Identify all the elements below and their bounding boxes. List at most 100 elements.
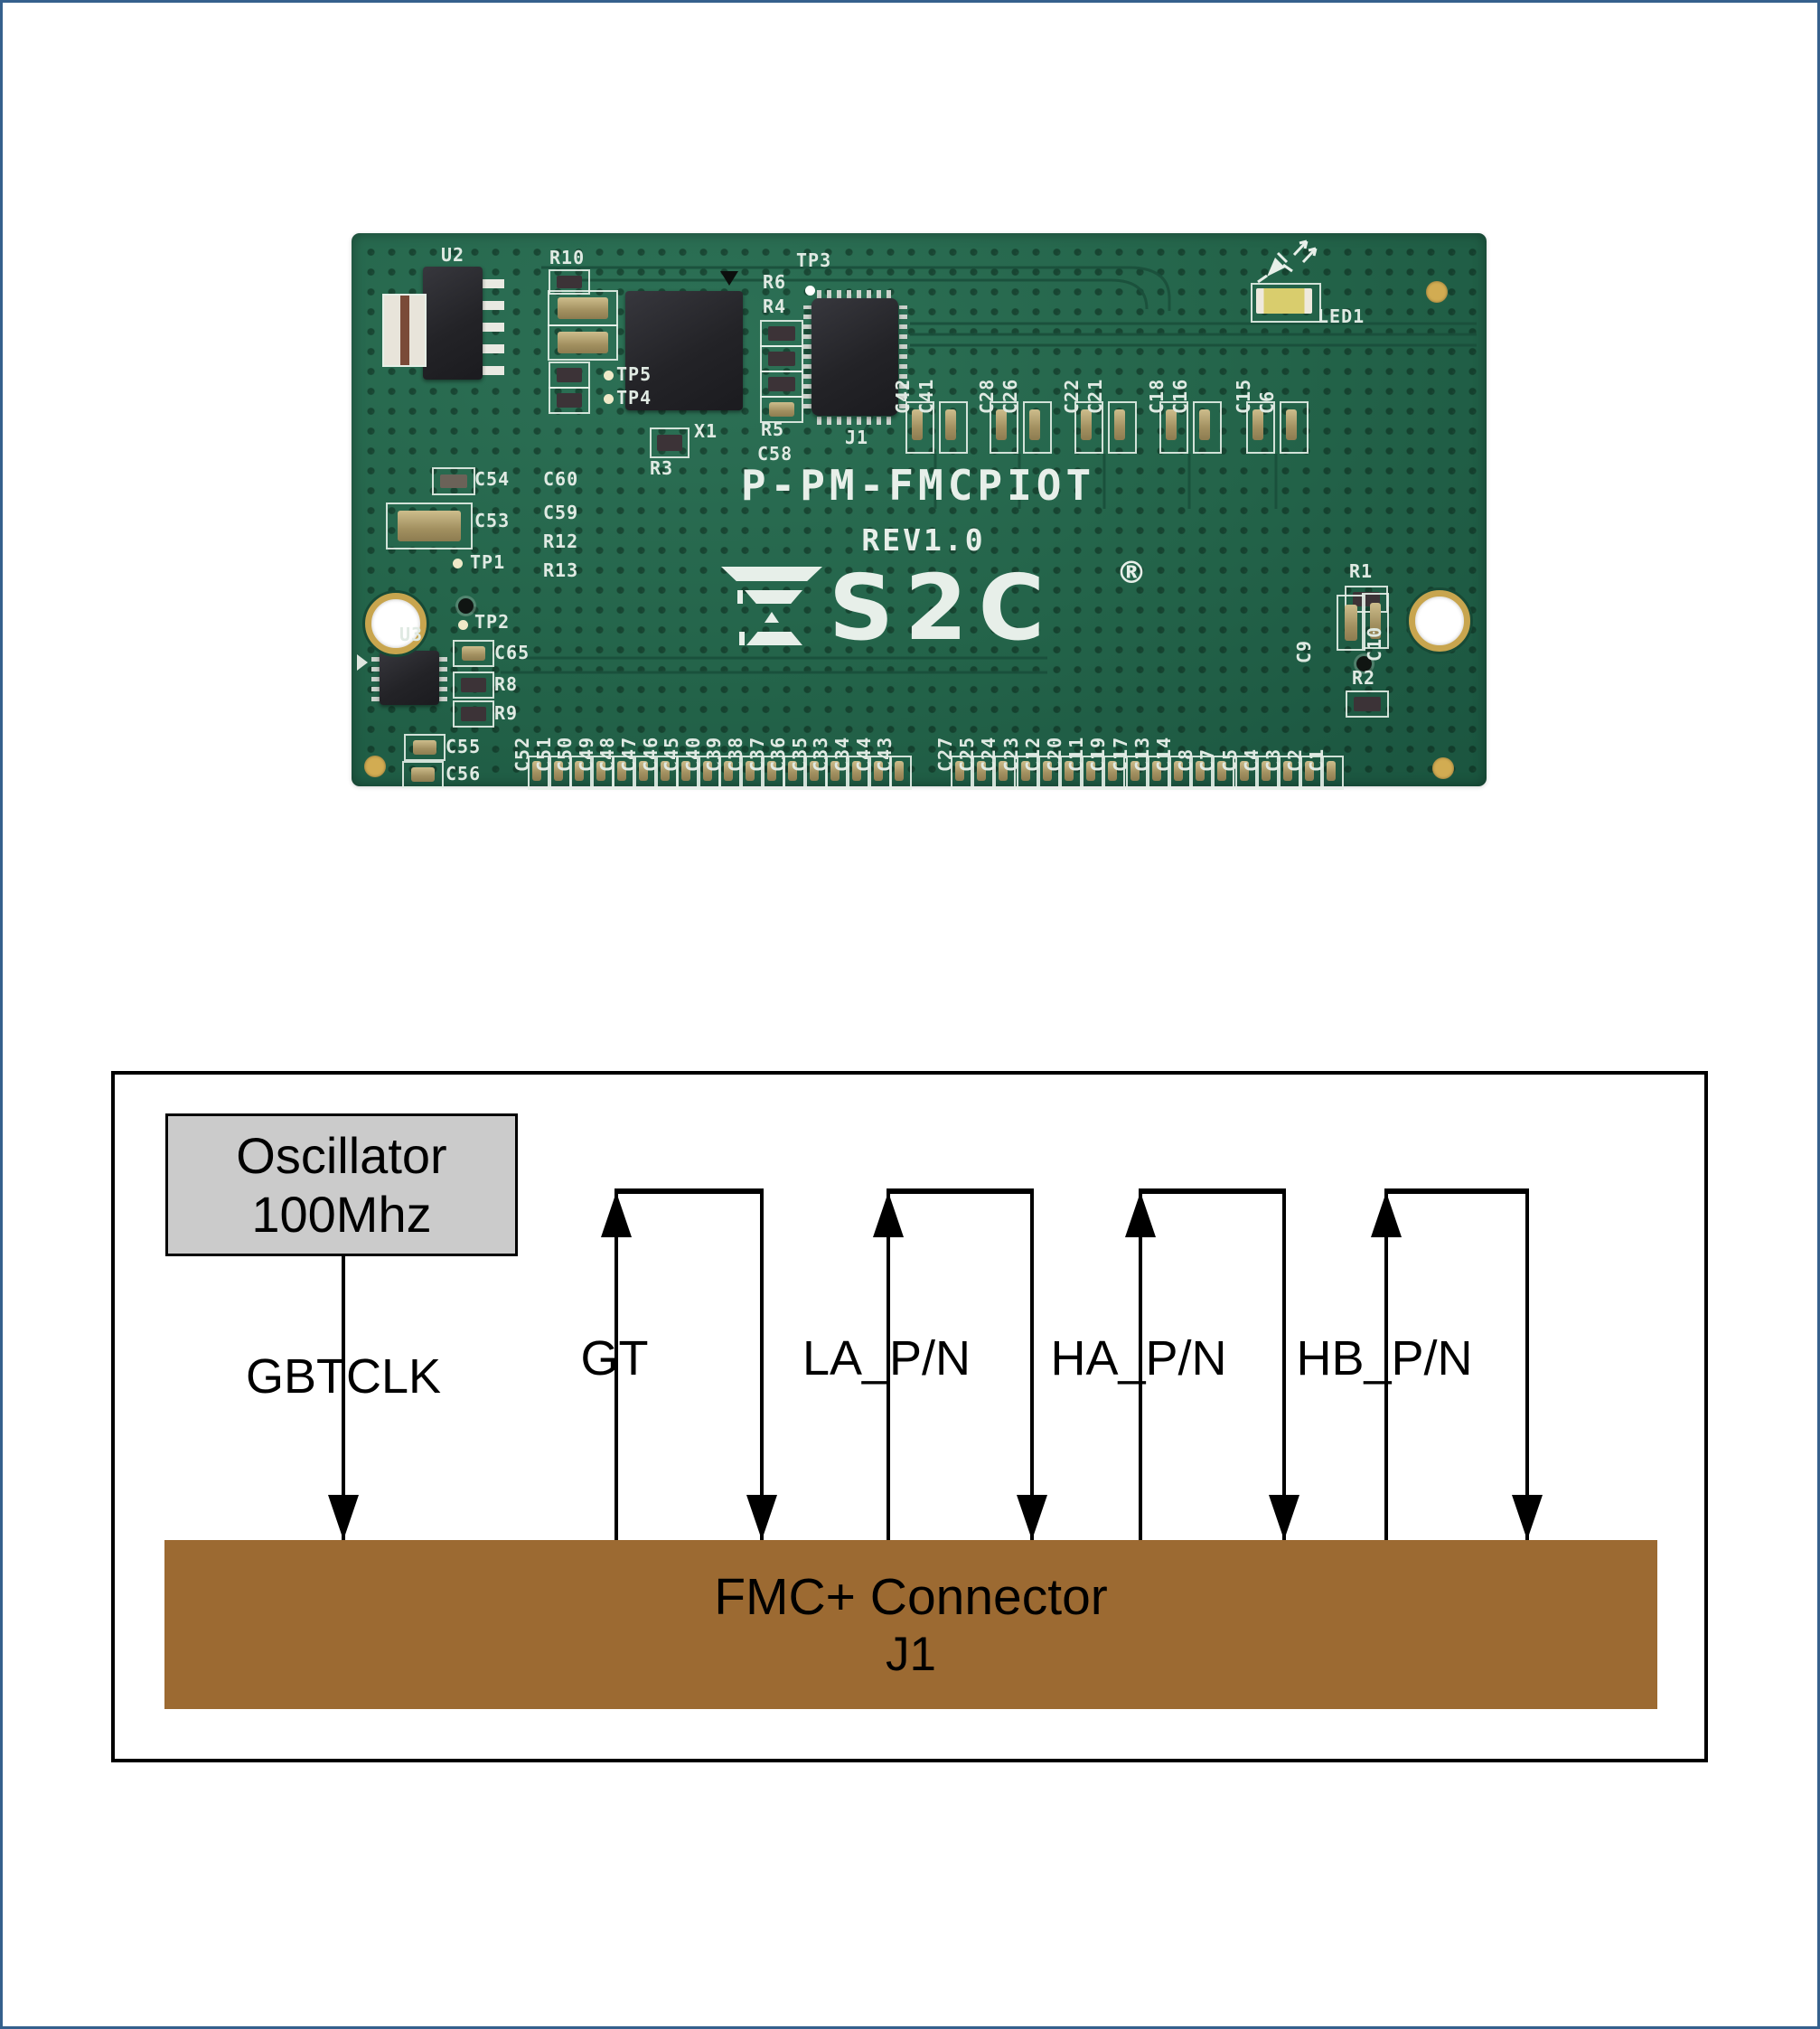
oscillator-label-line1: Oscillator	[236, 1127, 447, 1184]
silkscreen-label: C54	[474, 468, 511, 490]
arrowhead-down-icon	[1512, 1495, 1543, 1540]
signal-top-rail	[887, 1188, 1034, 1194]
cap-body	[1286, 409, 1297, 440]
c65-capacitor	[453, 640, 494, 667]
cap-body	[1252, 409, 1263, 440]
cap-body	[1074, 401, 1103, 454]
led1-body	[1256, 288, 1312, 314]
signal-label: GT	[580, 1331, 649, 1386]
u2-pins	[483, 274, 504, 375]
qfn-pins-top	[817, 290, 893, 298]
cap-body	[1327, 761, 1336, 781]
bottom-cap	[1191, 756, 1213, 790]
signal-label: HB_P/N	[1296, 1331, 1473, 1386]
bottom-cap-label: C47	[618, 736, 640, 772]
bottom-cap-label: C40	[682, 736, 704, 772]
silkscreen-label: C10	[1364, 625, 1385, 662]
cap-body	[746, 761, 755, 781]
tab-component	[382, 294, 427, 367]
cap-body	[1159, 401, 1188, 454]
cap-body	[575, 761, 584, 781]
u2-chip	[423, 267, 483, 380]
cap-pair	[1246, 401, 1309, 454]
silkscreen-label: C53	[474, 510, 511, 531]
cap-body	[681, 761, 690, 781]
cap-pair-label: C21	[1084, 378, 1106, 414]
bottom-cap-label: C23	[1000, 736, 1022, 772]
silkscreen-label: R3	[650, 457, 674, 479]
cap-body	[1193, 401, 1222, 454]
r3-resistor	[650, 427, 690, 458]
cap-body	[1166, 409, 1177, 440]
c55-capacitor	[404, 734, 446, 761]
oscillator-box: Oscillator 100Mhz	[165, 1113, 518, 1256]
cap-pair-label: C22	[1061, 378, 1083, 414]
cap-body	[1262, 761, 1271, 781]
silkscreen-label: R10	[549, 247, 586, 268]
bottom-cap-label: C3	[1262, 747, 1284, 772]
cap-body	[955, 761, 964, 781]
cap-pair-label: C18	[1146, 378, 1168, 414]
cap-body	[532, 761, 541, 781]
signal-line-up	[614, 1188, 618, 1540]
arrowhead-up-icon	[1371, 1192, 1402, 1237]
silkscreen-label: J1	[845, 427, 869, 448]
silkscreen-label: R2	[1352, 667, 1376, 689]
tp5-testpoint	[604, 371, 614, 380]
signal-line-down	[1525, 1188, 1529, 1540]
cap-body	[1283, 761, 1292, 781]
arrowhead-up-icon	[601, 1192, 632, 1237]
cap-pair-label: C15	[1233, 378, 1254, 414]
cap-body	[1240, 761, 1249, 781]
bottom-cap	[1060, 756, 1082, 790]
bottom-cap-label: C13	[1131, 736, 1153, 772]
arrowhead-down-icon	[328, 1495, 359, 1540]
capacitor	[548, 324, 618, 361]
silkscreen-label: LED1	[1318, 305, 1365, 327]
bottom-cap	[570, 756, 592, 790]
cap-pair	[905, 401, 968, 454]
signal-line-down	[1282, 1188, 1286, 1540]
bottom-cap-label: C43	[874, 736, 896, 772]
bottom-cap	[677, 756, 699, 790]
bottom-cap	[1148, 756, 1169, 790]
capacitor	[548, 290, 618, 326]
bottom-cap-label: C44	[853, 736, 875, 772]
bottom-cap-label: C49	[576, 736, 597, 772]
cap-body	[1280, 401, 1309, 454]
arrowhead-up-icon	[873, 1192, 904, 1237]
resistor	[760, 371, 803, 398]
bottom-cap-label: C33	[810, 736, 831, 772]
cap-body	[1246, 401, 1275, 454]
cap-pair-label: C42	[892, 378, 914, 414]
small-resistor	[549, 362, 590, 389]
bottom-cap-label: C20	[1044, 736, 1065, 772]
pcb-via-grid	[361, 242, 1478, 777]
cap-pair-label: C41	[915, 378, 937, 414]
cap-body	[852, 761, 861, 781]
cap-body	[1065, 761, 1074, 781]
arrowhead-down-icon	[1017, 1495, 1047, 1540]
u3-pins-left	[371, 656, 380, 701]
gold-pad	[1426, 281, 1448, 303]
bottom-cap-label: C45	[661, 736, 682, 772]
signal-label: LA_P/N	[802, 1331, 971, 1386]
bottom-cap	[1213, 756, 1234, 790]
bottom-cap-label: C48	[596, 736, 618, 772]
gold-pad	[1432, 757, 1454, 779]
gbtclk-line	[342, 1256, 345, 1540]
signal-top-rail	[1139, 1188, 1286, 1194]
r8-resistor	[453, 672, 494, 699]
fmc-connector-label: FMC+ Connector	[714, 1568, 1108, 1626]
cap-body	[999, 761, 1008, 781]
cap-body	[1029, 409, 1040, 440]
bottom-cap	[1017, 756, 1038, 790]
bottom-cap	[741, 756, 763, 790]
cap-body	[617, 761, 626, 781]
cap-body	[874, 761, 883, 781]
silkscreen-label: R1	[1349, 560, 1374, 582]
bottom-cap-label: C24	[978, 736, 999, 772]
cap-body	[1023, 401, 1052, 454]
cap-body	[1086, 761, 1095, 781]
